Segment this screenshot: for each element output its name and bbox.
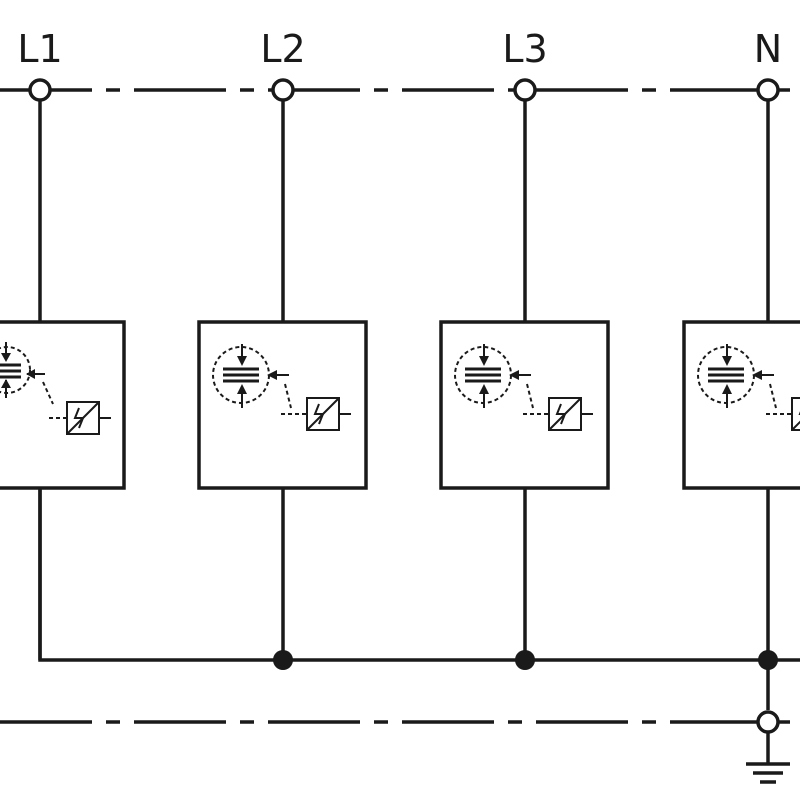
terminal-l2: [271, 78, 295, 102]
terminal-l1: [28, 78, 52, 102]
thermal-disconnector-icon: [49, 401, 111, 435]
thermal-disconnector-icon: [523, 397, 593, 431]
terminal-label-l3: L3: [502, 27, 547, 71]
ground-icon: [746, 732, 790, 784]
terminal-pe: [756, 710, 780, 734]
module-n-box: [682, 320, 800, 490]
spark-gap-icon: [697, 344, 777, 409]
spark-gap-icon: [212, 344, 292, 409]
junction-dot-l2: [273, 650, 293, 670]
module-l3-box: [439, 320, 610, 490]
junction-dot-l3: [515, 650, 535, 670]
terminal-l3: [513, 78, 537, 102]
common-bus: [38, 488, 800, 662]
thermal-disconnector-icon: [281, 397, 351, 431]
terminal-label-l1: L1: [17, 27, 62, 71]
terminal-n: [756, 78, 780, 102]
thermal-disconnector-icon: [766, 397, 800, 431]
module-l2-box: [197, 320, 368, 490]
module-l3: [439, 90, 610, 660]
module-n: [682, 90, 800, 710]
module-l1-box: [0, 320, 126, 490]
spark-gap-icon: [0, 342, 54, 405]
module-l2: [197, 90, 368, 660]
spark-gap-icon: [454, 344, 534, 409]
terminal-label-n: N: [754, 27, 782, 71]
junction-dot-n: [758, 650, 778, 670]
module-l1: [0, 90, 126, 660]
terminal-label-l2: L2: [260, 27, 305, 71]
